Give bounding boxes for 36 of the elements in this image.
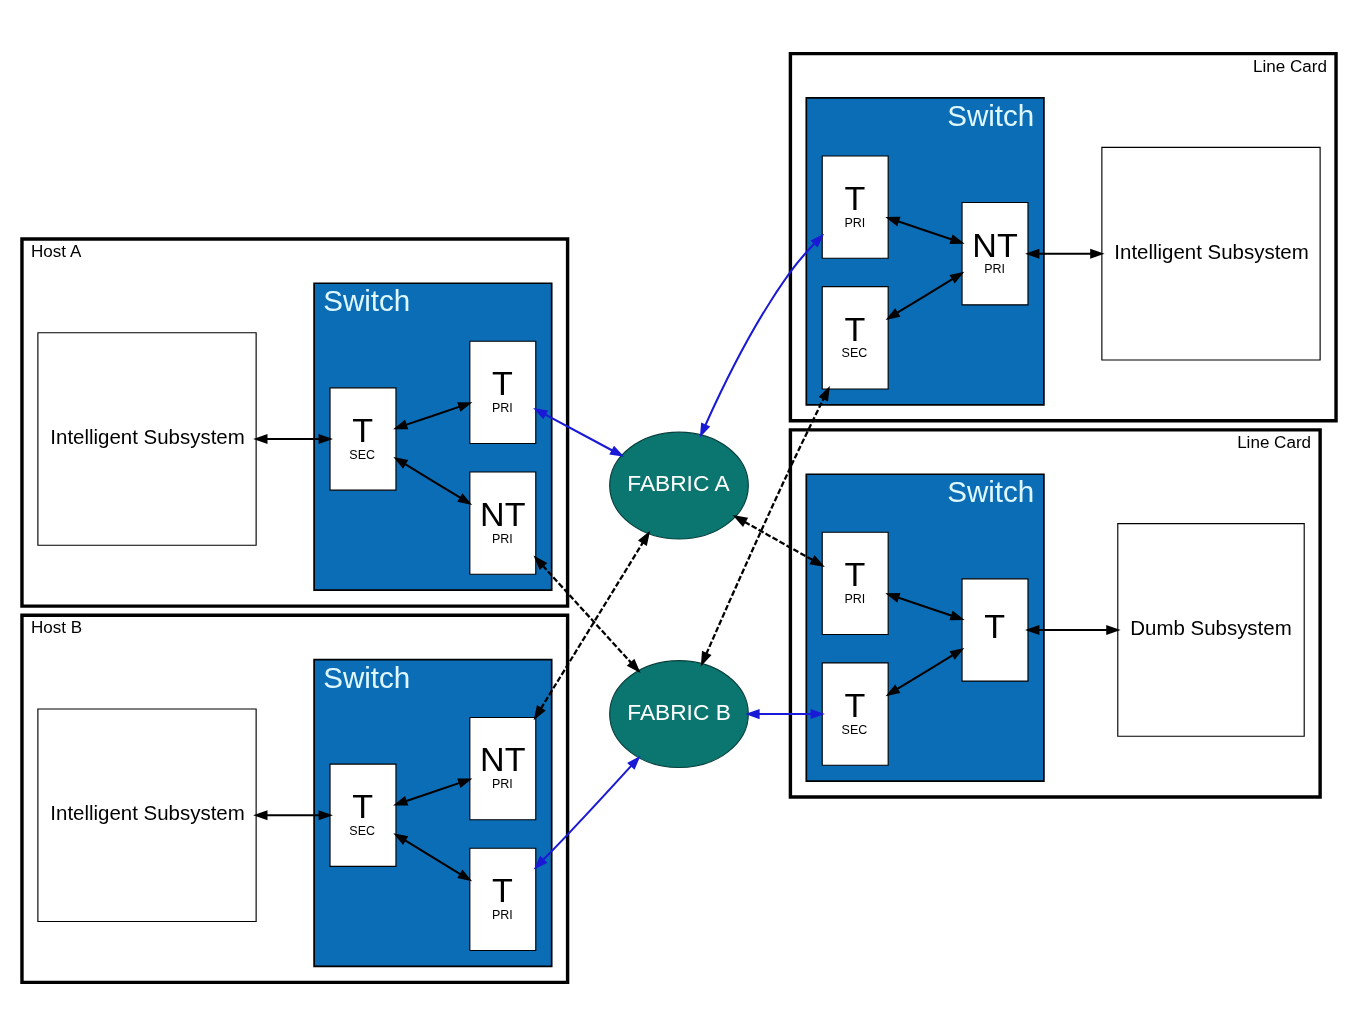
arrow bbox=[885, 647, 965, 696]
arrow bbox=[393, 832, 473, 881]
arrow bbox=[732, 514, 825, 567]
node-box: T SEC bbox=[329, 763, 397, 867]
arrow bbox=[533, 755, 641, 869]
node-box: T PRI bbox=[821, 531, 889, 635]
arrow bbox=[533, 530, 651, 720]
node-box: Dumb Subsystem bbox=[1117, 522, 1305, 737]
node-box: NT PRI bbox=[469, 470, 537, 575]
arrow bbox=[885, 592, 965, 620]
node-box: Intelligent Subsystem bbox=[37, 331, 257, 546]
arrow bbox=[393, 401, 473, 429]
node-box: T PRI bbox=[821, 154, 889, 259]
arrow bbox=[253, 433, 333, 444]
arrow bbox=[533, 407, 625, 457]
node-box: T bbox=[961, 577, 1029, 682]
arrow bbox=[699, 233, 825, 438]
arrow bbox=[253, 809, 333, 820]
arrow bbox=[700, 385, 830, 666]
arrow bbox=[745, 708, 825, 719]
node-box: T SEC bbox=[821, 285, 889, 390]
node-box: T SEC bbox=[821, 661, 889, 766]
arrow bbox=[393, 777, 473, 806]
node-box: Intelligent Subsystem bbox=[37, 707, 257, 922]
node-box: Intelligent Subsystem bbox=[1101, 146, 1321, 361]
node-box: T SEC bbox=[329, 386, 397, 491]
arrow bbox=[1025, 624, 1121, 635]
arrow bbox=[1025, 248, 1105, 259]
node-box: T PRI bbox=[469, 847, 537, 951]
arrow bbox=[885, 216, 965, 244]
node-box: T PRI bbox=[469, 340, 537, 444]
arrow bbox=[885, 271, 965, 320]
arrow bbox=[533, 555, 641, 673]
node-box: NT PRI bbox=[961, 201, 1029, 305]
arrow bbox=[393, 456, 473, 505]
node-box: NT PRI bbox=[469, 716, 537, 820]
